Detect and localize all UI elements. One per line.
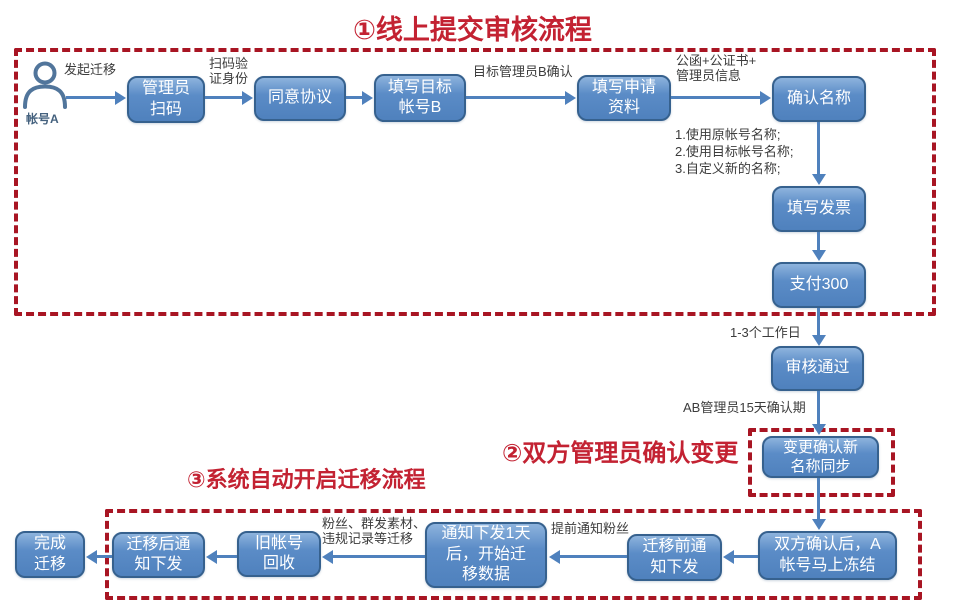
node-freeze: 双方确认后，A 帐号马上冻结 [758,531,897,580]
label-confirm-period: AB管理员15天确认期 [683,400,806,415]
node-admin-scan: 管理员 扫码 [127,76,205,123]
arrow-name-to-invoice [817,122,820,175]
node-fill-target: 填写目标 帐号B [374,74,466,122]
node-pay-300: 支付300 [772,262,866,308]
arrow-initiate [66,96,116,99]
node-agree: 同意协议 [254,76,346,121]
arrow-notify-fans [559,555,627,558]
arrow-docs [671,96,761,99]
node-done: 完成 迁移 [15,531,85,578]
node-notify-after: 迁移后通 知下发 [112,532,205,578]
node-fill-invoice: 填写发票 [772,186,866,232]
arrow-agree-to-target [346,96,363,99]
label-workdays: 1-3个工作日 [730,325,801,340]
label-initiate: 发起迁移 [64,62,117,77]
arrow-pay-to-review [817,308,820,336]
node-notify-before: 迁移前通 知下发 [627,534,722,581]
arrow-freeze-to-notify [733,555,758,558]
section1-title: ①线上提交审核流程 [353,15,592,45]
node-migrate-data: 通知下发1天 后，开始迁 移数据 [425,522,547,588]
section1-frame [14,48,936,316]
node-confirm-name: 确认名称 [772,76,866,122]
node-change-confirm: 变更确认新 名称同步 [762,436,879,478]
label-scan-verify: 扫码验 证身份 [209,56,249,87]
arrow-notify-to-done [96,555,112,558]
label-migrate-items: 粉丝、群发素材、 违规记录等迁移 [322,516,427,547]
arrow-migrate-items [332,555,425,558]
user-icon [23,61,67,109]
section3-title: ③系统自动开启迁移流程 [187,467,426,492]
node-fill-apply: 填写申请 资料 [577,75,671,121]
actor-label: 帐号A [26,112,59,126]
arrow-invoice-to-pay [817,232,820,251]
arrow-target-confirm [466,96,566,99]
arrow-review-to-confirm [817,391,820,425]
label-docs: 公函+公证书+ 管理员信息 [676,53,757,84]
node-recycle: 旧帐号 回收 [237,531,321,577]
label-target-confirm: 目标管理员B确认 [473,64,573,79]
section2-title: ②双方管理员确认变更 [502,440,739,467]
label-name-options: 1.使用原帐号名称; 2.使用目标帐号名称; 3.自定义新的名称; [675,127,794,176]
arrow-confirm-to-freeze [817,478,820,520]
arrow-scan-verify [205,96,243,99]
node-review-pass: 审核通过 [771,346,864,391]
label-notify-fans: 提前通知粉丝 [551,521,630,536]
arrow-recycle-to-notify [216,555,237,558]
